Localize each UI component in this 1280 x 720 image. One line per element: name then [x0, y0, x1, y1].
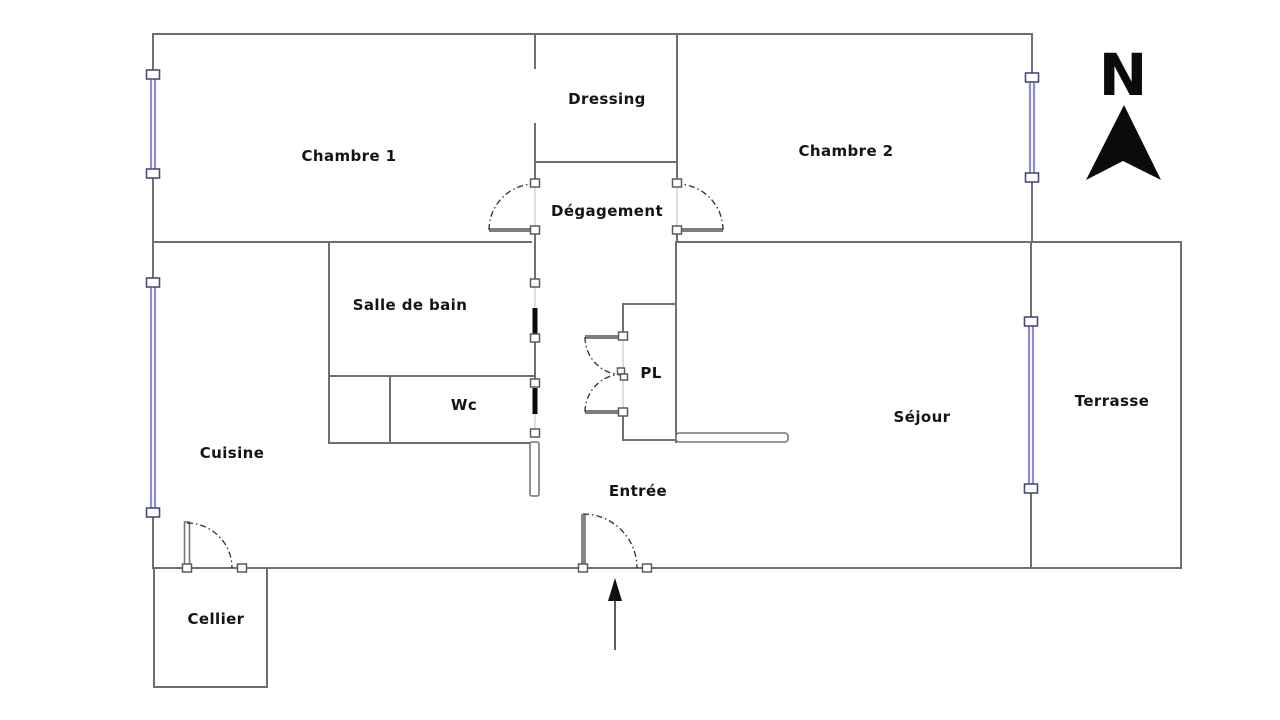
door-swing-arc [584, 373, 624, 413]
cellier-walls [153, 567, 268, 688]
door-cellier [181, 521, 248, 573]
room-label-terrasse: Terrasse [1075, 392, 1150, 410]
window-glass [149, 287, 157, 508]
interior-walls [152, 33, 1182, 569]
window-frame-end [1024, 172, 1040, 183]
door-leaf [183, 521, 191, 569]
half-wall-sejour [675, 432, 789, 443]
closet-pl-walls [622, 303, 677, 441]
door-hinge [641, 563, 653, 573]
sliding-door-wc [529, 378, 541, 438]
door-hinge [617, 331, 629, 341]
window-frame-end [145, 507, 161, 518]
window-cuisine [145, 277, 161, 518]
room-label-salle-de-bain: Salle de bain [353, 296, 468, 314]
door-swing-arc [676, 183, 724, 231]
sliding-frame [529, 378, 541, 388]
door-hinge [617, 407, 629, 417]
room-label-chambre-2: Chambre 2 [798, 142, 893, 160]
window-frame-end [1023, 483, 1039, 494]
window-frame-end [145, 168, 161, 179]
door-swing-arc [488, 183, 536, 231]
sliding-frame [529, 428, 541, 438]
door-chambre-1 [488, 178, 541, 235]
entry-arrow-icon [608, 578, 622, 650]
door-meeting-stile [616, 367, 626, 375]
door-swing-arc [582, 513, 638, 569]
window-glass [149, 79, 157, 169]
outer-walls [152, 33, 1182, 569]
door-hinge [529, 178, 541, 188]
north-arrow-icon [1086, 105, 1161, 180]
room-label-dressing: Dressing [568, 90, 646, 108]
sliding-panel [532, 388, 538, 414]
room-label-chambre-1: Chambre 1 [301, 147, 396, 165]
room-label-degagement: Dégagement [551, 202, 663, 220]
window-sejour-terrasse [1023, 316, 1039, 494]
window-frame-end [1024, 72, 1040, 83]
bathroom-block-walls [328, 241, 677, 444]
sliding-panel [532, 308, 538, 336]
room-label-pl: PL [640, 364, 661, 382]
sliding-frame [529, 333, 541, 343]
window-frame-end [145, 277, 161, 288]
north-compass: N [1086, 41, 1161, 180]
window-frame-end [145, 69, 161, 80]
door-meeting-stile [619, 373, 629, 381]
room-label-cuisine: Cuisine [200, 444, 265, 462]
room-label-sejour: Séjour [894, 408, 951, 426]
door-swing-arc [186, 522, 233, 569]
room-labels: Chambre 1 Dressing Chambre 2 Dégagement … [188, 90, 1150, 628]
double-door-pl [584, 331, 629, 417]
door-hinge [529, 225, 541, 235]
door-hinge [577, 563, 589, 573]
door-hinge [671, 225, 683, 235]
window-frame-end [1023, 316, 1039, 327]
walls [152, 33, 1182, 688]
window-glass [1027, 326, 1035, 484]
door-entree [577, 513, 653, 573]
window-glass [1028, 82, 1036, 173]
room-label-wc: Wc [451, 396, 477, 414]
sliding-frame [529, 278, 541, 288]
door-hinge [181, 563, 193, 573]
door-chambre-2 [671, 178, 724, 235]
window-chambre-1 [145, 69, 161, 179]
room-label-cellier: Cellier [188, 610, 245, 628]
door-hinge [236, 563, 248, 573]
entry-arrow-head [608, 578, 622, 601]
door-openings [534, 187, 678, 429]
door-swing-arc [584, 336, 624, 376]
window-chambre-2 [1024, 72, 1040, 183]
room-label-entree: Entrée [609, 482, 667, 500]
sliding-door-salle-de-bain [529, 278, 541, 343]
wall-stub-corridor [529, 441, 540, 497]
door-hinge [671, 178, 683, 188]
north-label: N [1099, 41, 1148, 109]
